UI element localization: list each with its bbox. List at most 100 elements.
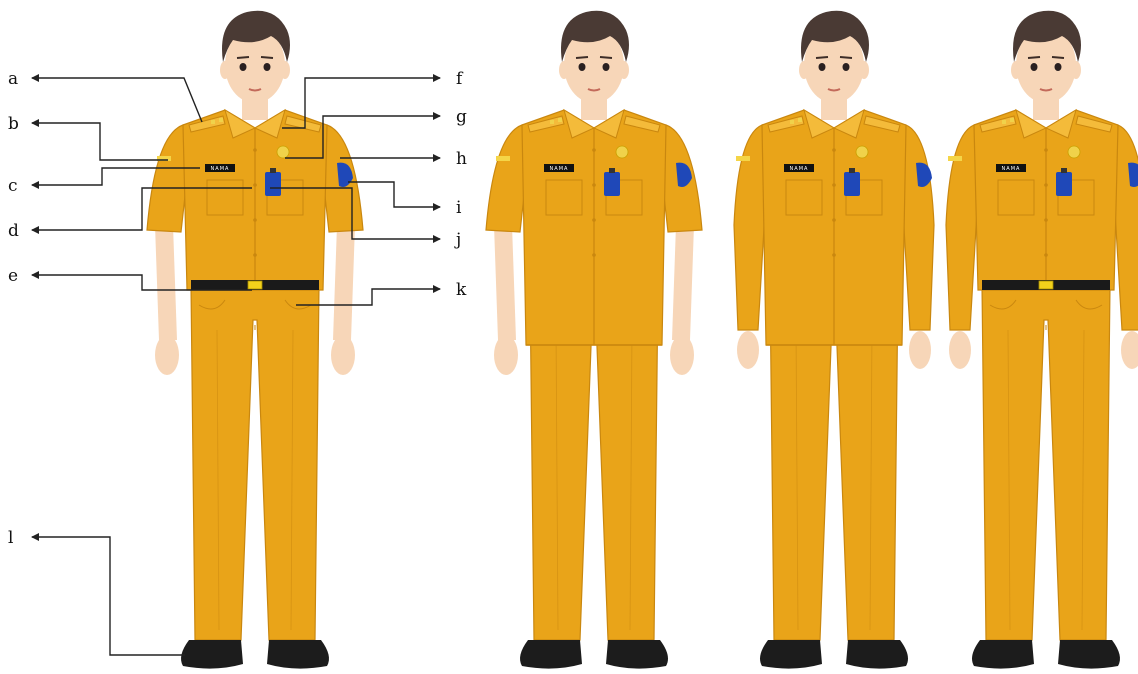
trousers [191, 285, 319, 640]
right-shoe [606, 640, 668, 669]
right-hand [670, 335, 694, 375]
left-shoe [972, 640, 1034, 669]
left-shoe [760, 640, 822, 669]
left-ear [559, 61, 569, 79]
left-hand [949, 331, 971, 369]
callout-label-f: f [456, 69, 464, 89]
emblem-badge [1068, 146, 1080, 158]
belt-buckle [248, 281, 262, 289]
figure-short-sleeve-untucked: NAMA [486, 11, 702, 669]
shirt-button [832, 218, 836, 222]
emblem-badge [616, 146, 628, 158]
right-ear [280, 61, 290, 79]
callout-label-a: a [8, 69, 18, 89]
callout-label-i: i [456, 198, 462, 218]
callout-label-k: k [456, 280, 467, 300]
callout-label-h: h [456, 149, 467, 169]
sleeve-stripe [736, 156, 750, 161]
right-forearm [672, 225, 694, 340]
id-card [604, 172, 620, 196]
left-forearm [494, 225, 516, 340]
right-hand [909, 331, 931, 369]
callout-label-e: e [8, 266, 18, 286]
right-eye [1055, 63, 1062, 71]
shirt-button [592, 218, 596, 222]
shirt-button [1044, 253, 1048, 257]
right-eye [264, 63, 271, 71]
name-tag-text: NAMA [1002, 166, 1021, 172]
shirt-button [832, 253, 836, 257]
name-tag-text: NAMA [790, 166, 809, 172]
name-tag-text: NAMA [550, 166, 569, 172]
leader-line-a [32, 78, 202, 122]
right-forearm [333, 225, 355, 340]
callout-label-c: c [8, 176, 18, 196]
callout-label-d: d [8, 221, 19, 241]
id-card [844, 172, 860, 196]
id-card-clip [609, 168, 615, 173]
collar-pin [219, 118, 223, 122]
shirt-button [1044, 218, 1048, 222]
shirt-button [253, 253, 257, 257]
shirt-button [592, 148, 596, 152]
left-eye [819, 63, 826, 71]
shirt-button [832, 148, 836, 152]
leader-line-i [348, 182, 440, 207]
figure-long-sleeve-untucked: NAMA [734, 11, 934, 669]
leader-line-l [32, 537, 185, 655]
left-ear [1011, 61, 1021, 79]
right-shoe [846, 640, 908, 669]
collar-pin [1010, 118, 1014, 122]
emblem-badge [277, 146, 289, 158]
id-card-clip [1061, 168, 1067, 173]
left-hand [737, 331, 759, 369]
shirt-button [592, 253, 596, 257]
collar-pin [550, 120, 554, 124]
collar-pin [790, 120, 794, 124]
right-hand [331, 335, 355, 375]
figure-long-sleeve-belted: NAMA [946, 11, 1138, 669]
right-ear [619, 61, 629, 79]
sleeve-stripe [496, 156, 510, 161]
left-shoe [520, 640, 582, 669]
callout-label-b: b [8, 114, 19, 134]
left-forearm [155, 225, 177, 340]
right-eye [603, 63, 610, 71]
callout-label-j: j [454, 230, 461, 250]
id-card-clip [849, 168, 855, 173]
shirt-button [253, 148, 257, 152]
shirt-button [832, 183, 836, 187]
right-ear [1071, 61, 1081, 79]
shirt-button [253, 218, 257, 222]
left-eye [240, 63, 247, 71]
shirt-button [1044, 148, 1048, 152]
left-shoe [181, 640, 243, 669]
left-eye [1031, 63, 1038, 71]
emblem-badge [856, 146, 868, 158]
shirt-button [592, 183, 596, 187]
collar-pin [1002, 120, 1006, 124]
right-shoe [267, 640, 329, 669]
belt-buckle [1039, 281, 1053, 289]
shirt-button [1044, 183, 1048, 187]
collar-pin [798, 118, 802, 122]
trousers [982, 285, 1110, 640]
left-ear [220, 61, 230, 79]
right-hand [1121, 331, 1138, 369]
right-ear [859, 61, 869, 79]
left-eye [579, 63, 586, 71]
collar-pin [558, 118, 562, 122]
right-eye [843, 63, 850, 71]
callout-label-l: l [8, 528, 13, 548]
callout-label-g: g [456, 107, 467, 127]
sleeve-stripe [948, 156, 962, 161]
name-tag-text: NAMA [211, 166, 230, 172]
shirt-button [253, 183, 257, 187]
left-ear [799, 61, 809, 79]
id-card-clip [270, 168, 276, 173]
figure-short-sleeve-belted: NAMA [147, 11, 363, 669]
id-card [265, 172, 281, 196]
left-short-sleeve [147, 125, 189, 232]
leader-line-f [282, 78, 440, 128]
